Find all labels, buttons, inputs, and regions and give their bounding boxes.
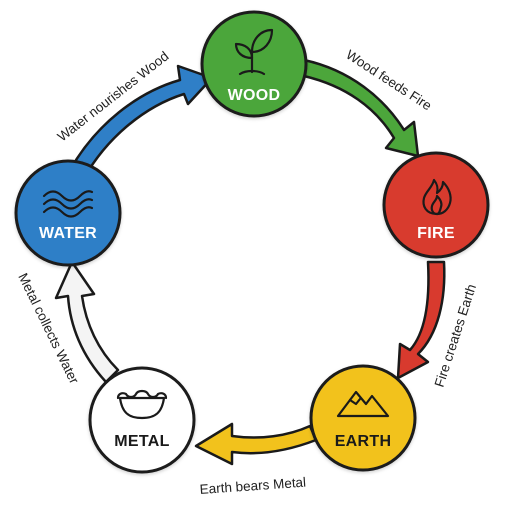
node-fire [382,151,490,259]
node-label-earth: EARTH [335,433,392,450]
arrow-metal-water-body [54,260,120,384]
node-wood [200,10,308,118]
node-label-water: WATER [39,225,97,242]
node-label-fire: FIRE [417,225,455,242]
arrow-earth-metal-body [194,422,318,466]
node-label-metal: METAL [114,433,169,450]
mountain-icon [336,390,390,418]
wave-icon [42,190,94,218]
arrow-metal-to-water [54,260,120,384]
node-metal [88,366,196,474]
arrow-earth-to-metal [194,422,318,466]
arrow-label-wood-fire: Wood feeds Fire [343,47,434,113]
flame-icon [422,178,452,216]
arrow-wood-to-fire [302,58,420,158]
node-earth [309,364,417,472]
arrow-wood-fire-body [302,58,420,158]
node-water [14,159,122,267]
arrow-label-earth-metal: Earth bears Metal [199,475,306,497]
ingot-icon [116,389,168,420]
sprout-icon [234,28,274,76]
node-label-wood: WOOD [228,87,281,104]
arrow-fire-earth-body [396,260,446,380]
arrow-fire-to-earth [396,260,446,380]
